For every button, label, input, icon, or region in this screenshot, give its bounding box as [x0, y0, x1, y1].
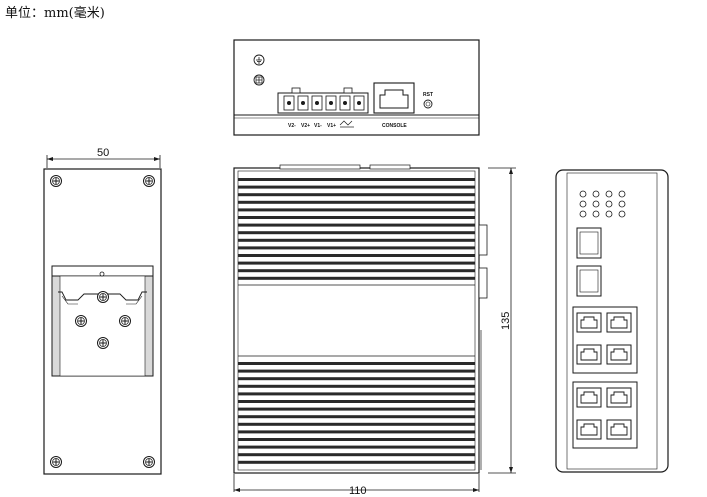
- rst-label: RST: [423, 92, 433, 98]
- terminal-block: [277, 87, 369, 114]
- led-icon: [579, 210, 587, 218]
- heatsink-fin: [238, 453, 475, 457]
- led-icon: [579, 190, 587, 198]
- console-label: CONSOLE: [382, 123, 407, 129]
- heatsink-fin: [238, 384, 475, 388]
- heatsink-fin: [238, 377, 475, 381]
- rj45-port-icon: [606, 344, 632, 365]
- unit-label: 单位：mm(毫米): [5, 6, 105, 21]
- screw-icon: [75, 315, 87, 327]
- heatsink-fin: [238, 369, 475, 373]
- screw-icon: [97, 291, 109, 303]
- heatsink-fin: [238, 392, 475, 396]
- heatsink-fin: [238, 445, 475, 449]
- heatsink-fin: [238, 216, 475, 219]
- top-view-outline: [233, 39, 480, 136]
- rj45-port-icon: [576, 419, 602, 440]
- dimension-label-135: 135: [500, 312, 512, 330]
- terminal-label-v1-plus: V1+: [327, 123, 336, 129]
- led-icon: [618, 210, 626, 218]
- terminal-label-v2-minus: V2-: [288, 123, 296, 129]
- rj45-port-icon: [606, 419, 632, 440]
- heatsink-fins-lower: [238, 362, 475, 464]
- heatsink-fin: [238, 178, 475, 181]
- heatsink-fin: [238, 269, 475, 273]
- led-icon: [579, 200, 587, 208]
- rj45-port-icon: [576, 387, 602, 408]
- heatsink-fin: [238, 254, 475, 257]
- heatsink-fin: [238, 430, 475, 434]
- led-icon: [605, 210, 613, 218]
- led-icon: [592, 190, 600, 198]
- port-view: [555, 169, 669, 473]
- top-view: V2- V2+ V1- V1+ CONSOLE RST: [233, 39, 480, 136]
- screw-icon: [50, 175, 62, 187]
- screw-icon: [97, 337, 109, 349]
- heatsink-fin: [238, 460, 475, 464]
- led-icon: [618, 190, 626, 198]
- front-view: 110 135: [233, 164, 516, 497]
- led-icon: [592, 200, 600, 208]
- heatsink-fin: [238, 400, 475, 403]
- screw-icon: [119, 315, 131, 327]
- heatsink-fin: [238, 362, 475, 365]
- led-icon: [592, 210, 600, 218]
- screw-icon: [143, 175, 155, 187]
- led-icon: [618, 200, 626, 208]
- heatsink-fin: [238, 208, 475, 212]
- terminal-label-v2-plus: V2+: [301, 123, 310, 129]
- heatsink-fin: [238, 185, 475, 189]
- heatsink-fin: [238, 193, 475, 197]
- led-icon: [605, 190, 613, 198]
- rj45-port-icon: [576, 344, 602, 365]
- relay-symbol-icon: [339, 120, 354, 128]
- heatsink-fin: [238, 238, 475, 242]
- led-icon: [605, 200, 613, 208]
- heatsink-fins-upper: [238, 178, 475, 280]
- heatsink-fin: [238, 261, 475, 265]
- ground-screw-icon: [253, 74, 265, 86]
- heatsink-fin: [238, 415, 475, 419]
- dimension-label-50: 50: [97, 147, 109, 159]
- heatsink-fin: [238, 422, 475, 426]
- heatsink-fin: [238, 223, 475, 227]
- ground-icon: [253, 54, 265, 66]
- heatsink-fin: [238, 231, 475, 235]
- din-rail-clip: [51, 265, 154, 377]
- dimension-label-110: 110: [349, 485, 367, 497]
- heatsink-fin: [238, 246, 475, 250]
- screw-icon: [143, 456, 155, 468]
- console-port: [373, 82, 415, 114]
- screw-icon: [50, 456, 62, 468]
- heatsink-fin: [238, 276, 475, 280]
- rj45-port-icon: [606, 387, 632, 408]
- reset-button-icon: [423, 99, 433, 109]
- sfp-slot: [576, 265, 602, 297]
- front-view-outline: [233, 167, 480, 474]
- heatsink-fin: [238, 438, 475, 441]
- rj45-port-icon: [576, 312, 602, 333]
- sfp-slot: [576, 227, 602, 259]
- side-view: 50: [43, 147, 162, 475]
- terminal-label-v1-minus: V1-: [314, 123, 322, 129]
- rj45-port-icon: [606, 312, 632, 333]
- heatsink-fin: [238, 407, 475, 411]
- heatsink-fin: [238, 200, 475, 204]
